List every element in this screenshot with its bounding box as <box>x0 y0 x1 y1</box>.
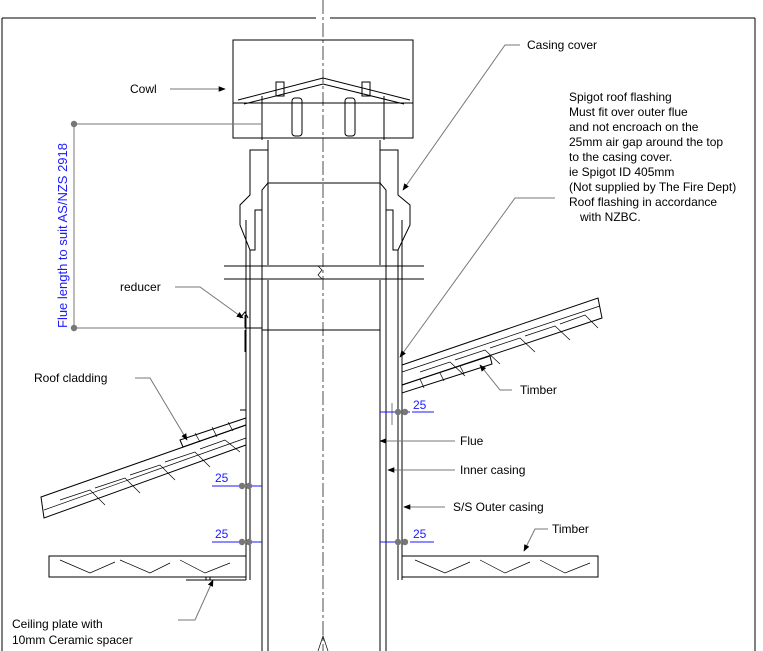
spigot-note-line-8: Roof flashing in accordance <box>569 195 717 209</box>
flue-bottom-taper <box>317 634 329 651</box>
spigot-note-line-1: Spigot roof flashing <box>569 90 672 104</box>
spigot-note-line-2: Must fit over outer flue <box>569 105 688 119</box>
reducer-label: reducer <box>120 280 161 294</box>
gap-marker-lower-right <box>380 538 434 546</box>
timber-lower-label: Timber <box>552 522 589 536</box>
casing-walls <box>224 210 424 651</box>
ceiling-plate-label-2: 10mm Ceramic spacer <box>12 633 133 647</box>
casing-cover-label: Casing cover <box>527 38 597 52</box>
reducer-shape <box>239 311 380 352</box>
spigot-note-line-5: to the casing cover. <box>569 150 672 164</box>
spigot-note-line-4: 25mm air gap around the top <box>569 135 723 149</box>
roof-cladding-label: Roof cladding <box>34 371 107 385</box>
gap-marker-middle-left <box>212 482 262 490</box>
gap-25-lower-left: 25 <box>215 527 229 541</box>
gap-marker-upper-right <box>380 403 434 425</box>
left-roof-section <box>40 345 247 519</box>
right-roof-section <box>397 297 603 394</box>
spigot-note-line-7: (Not supplied by The Fire Dept) <box>569 180 736 194</box>
gap-25-lower-right: 25 <box>413 527 427 541</box>
gap-25-middle-left: 25 <box>215 471 229 485</box>
spigot-flashing-note: Spigot roof flashing Must fit over outer… <box>569 90 740 224</box>
leader-lines <box>135 44 555 621</box>
flue-top-section <box>267 140 381 265</box>
ceiling-plate-label-1: Ceiling plate with <box>12 617 103 631</box>
spigot-note-line-3: and not encroach on the <box>569 120 699 134</box>
inner-casing-label: Inner casing <box>460 463 525 477</box>
outer-casing-label: S/S Outer casing <box>453 500 544 514</box>
flue-length-label: Flue length to suit AS/NZS 2918 <box>55 143 70 328</box>
spigot-note-line-9: with NZBC. <box>579 210 641 224</box>
flue-length-dimension <box>70 120 262 332</box>
drawing-frame <box>1 17 756 651</box>
timber-upper-label: Timber <box>520 383 557 397</box>
flue-label: Flue <box>460 434 484 448</box>
gap-marker-lower-left <box>212 538 262 546</box>
gap-25-upper-right: 25 <box>413 398 427 412</box>
cowl-label: Cowl <box>130 82 157 96</box>
ceiling-timbers <box>48 555 599 581</box>
cowl-shape <box>232 39 414 140</box>
casing-cover-shape <box>239 149 411 251</box>
spigot-note-line-6: ie Spigot ID 405mm <box>569 165 674 179</box>
